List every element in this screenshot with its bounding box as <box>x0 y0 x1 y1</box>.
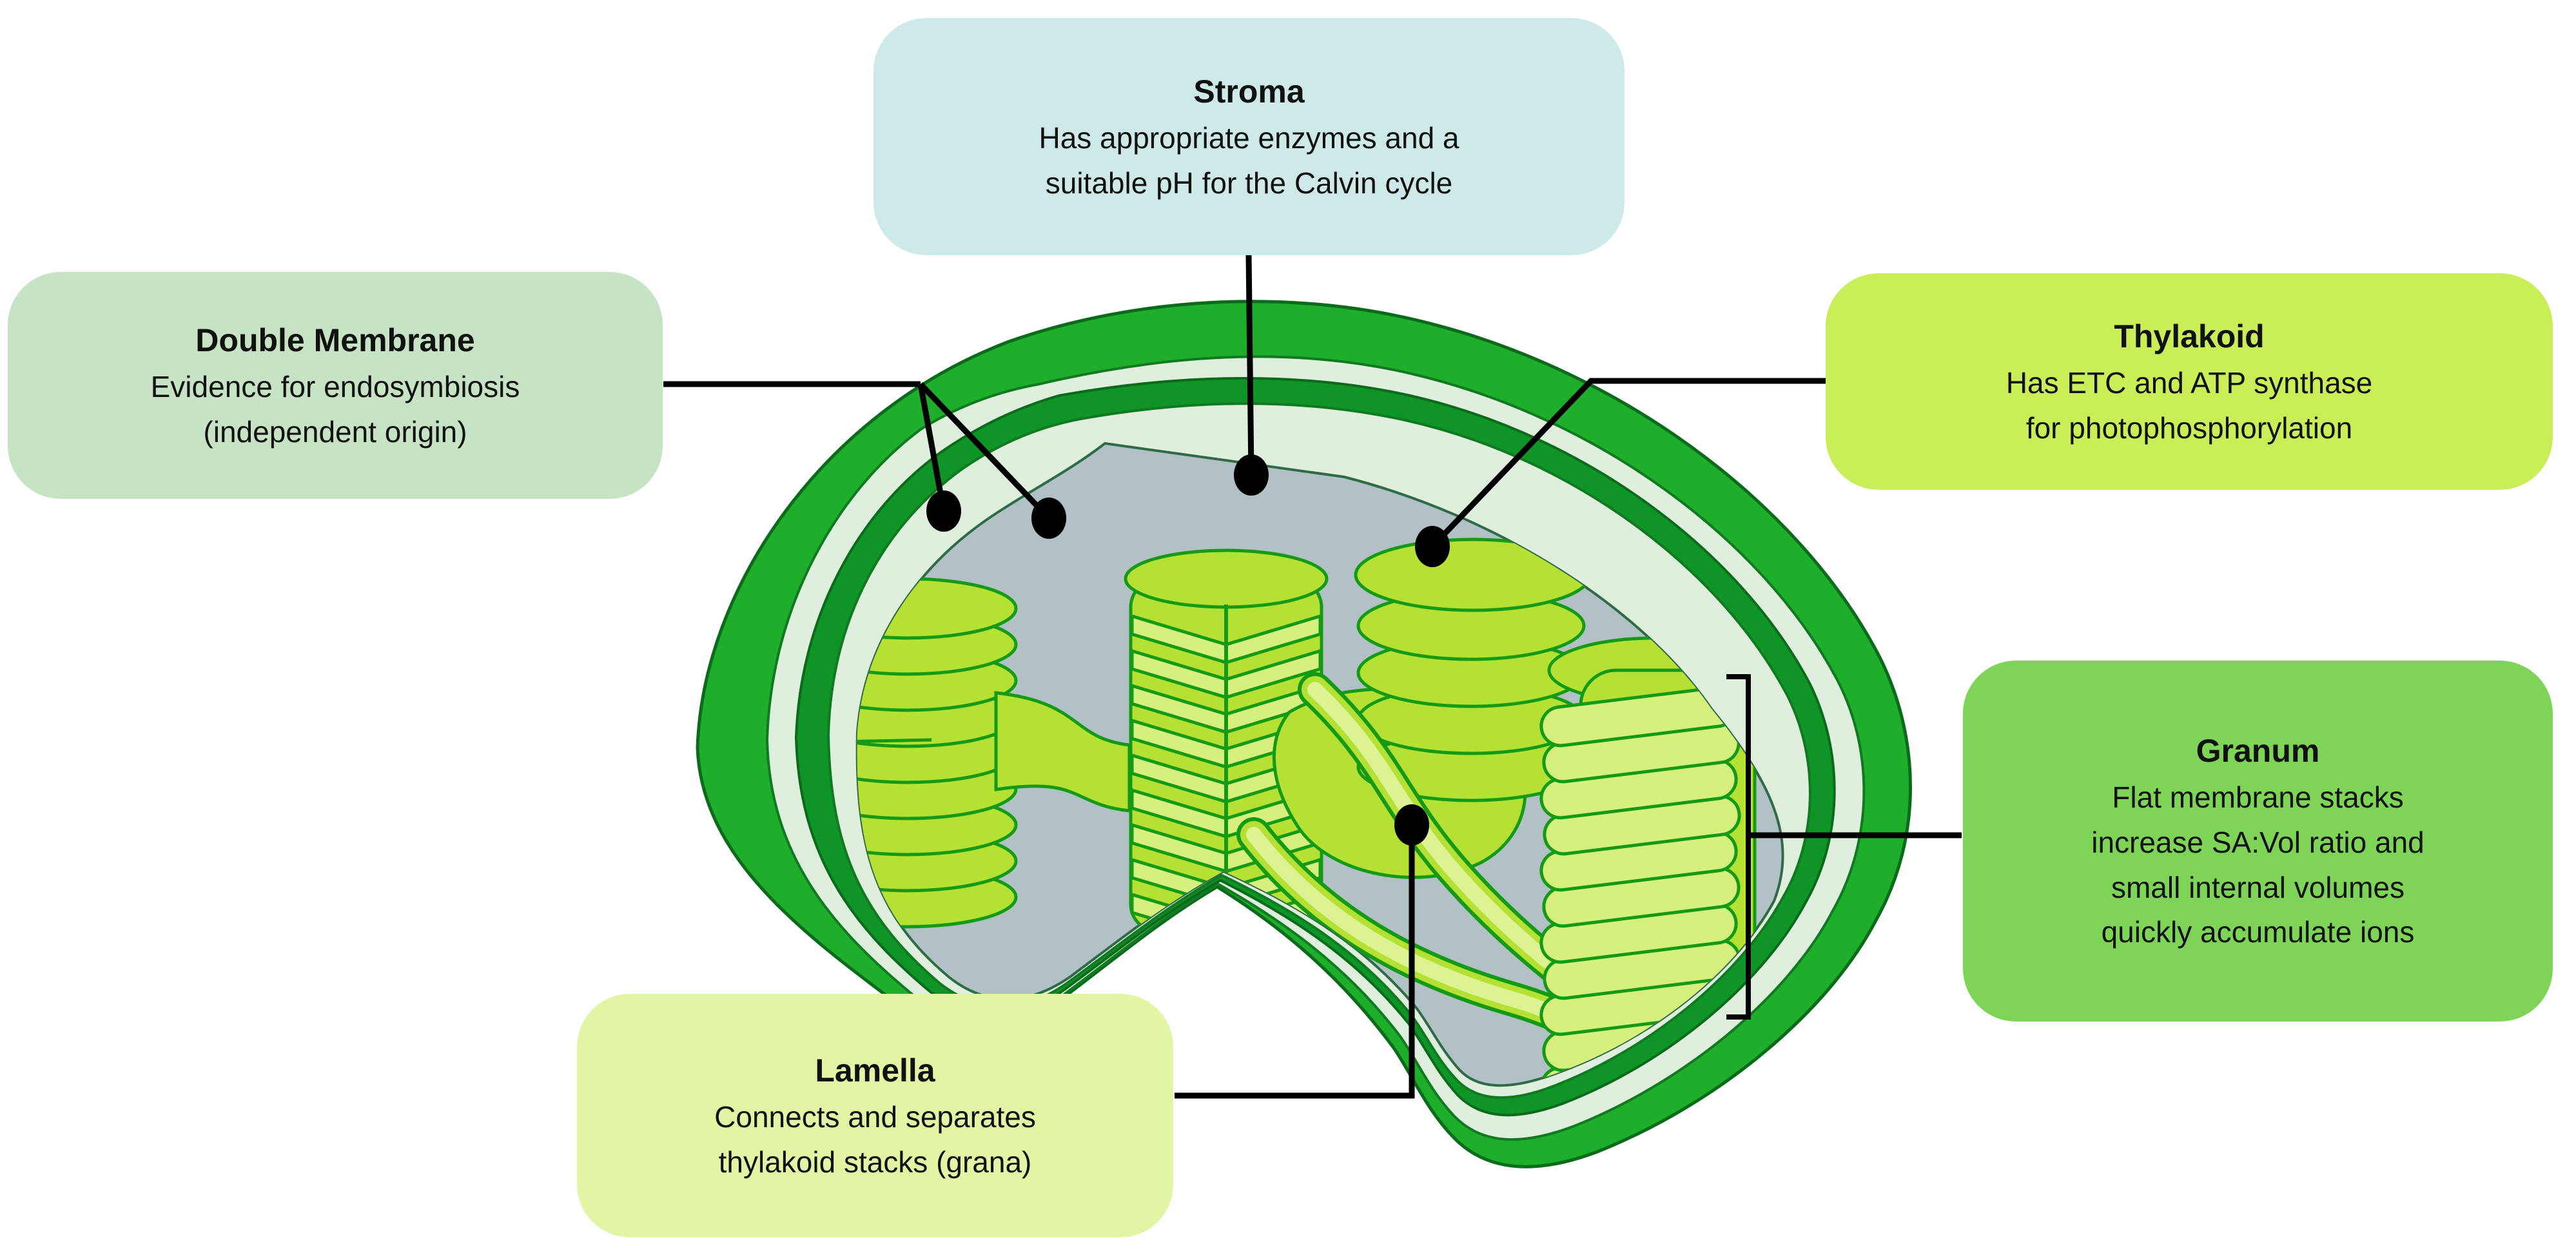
callout-double-membrane-body: Evidence for endosymbiosis (independent … <box>150 369 520 449</box>
connectors <box>663 255 1962 1099</box>
granum-stack-left <box>857 579 1016 927</box>
callout-granum-body: Flat membrane stacks increase SA:Vol rat… <box>2091 780 2425 949</box>
double-membrane-branch-outer <box>917 383 947 512</box>
callout-double-membrane: Double Membrane Evidence for endosymbios… <box>8 272 663 499</box>
callout-lamella-body: Connects and separates thylakoid stacks … <box>714 1099 1036 1179</box>
callout-stroma-body: Has appropriate enzymes and a suitable p… <box>1039 121 1459 200</box>
double-membrane-branch-inner <box>918 382 1051 521</box>
callout-double-membrane-title: Double Membrane <box>195 322 475 358</box>
callout-thylakoid: Thylakoid Has ETC and ATP synthase for p… <box>1826 273 2553 490</box>
callout-stroma-title: Stroma <box>1193 73 1305 110</box>
connector-dot-icon <box>926 490 961 532</box>
connector-dots <box>926 454 1450 846</box>
lamella-connector-line <box>1175 825 1415 1099</box>
bracket-icon <box>1726 674 1751 1020</box>
connector-dot-icon <box>1234 454 1269 496</box>
connector-dot-icon <box>1394 804 1429 846</box>
grana-and-lamellae <box>857 537 1764 1086</box>
stroma-connector-line <box>1245 255 1254 474</box>
connector-dot-icon <box>1031 498 1066 539</box>
callout-thylakoid-body: Has ETC and ATP synthase for photophosph… <box>2005 365 2373 445</box>
callout-granum-title: Granum <box>2196 732 2320 769</box>
thylakoid-connector-line <box>1430 378 1826 549</box>
callout-stroma: Stroma Has appropriate enzymes and a sui… <box>873 18 1625 255</box>
callout-lamella-title: Lamella <box>815 1052 935 1089</box>
callout-granum: Granum Flat membrane stacks increase SA:… <box>1963 661 2553 1021</box>
connector-dot-icon <box>1415 526 1450 567</box>
callout-thylakoid-title: Thylakoid <box>2114 318 2265 354</box>
callout-lamella: Lamella Connects and separates thylakoid… <box>577 994 1173 1237</box>
